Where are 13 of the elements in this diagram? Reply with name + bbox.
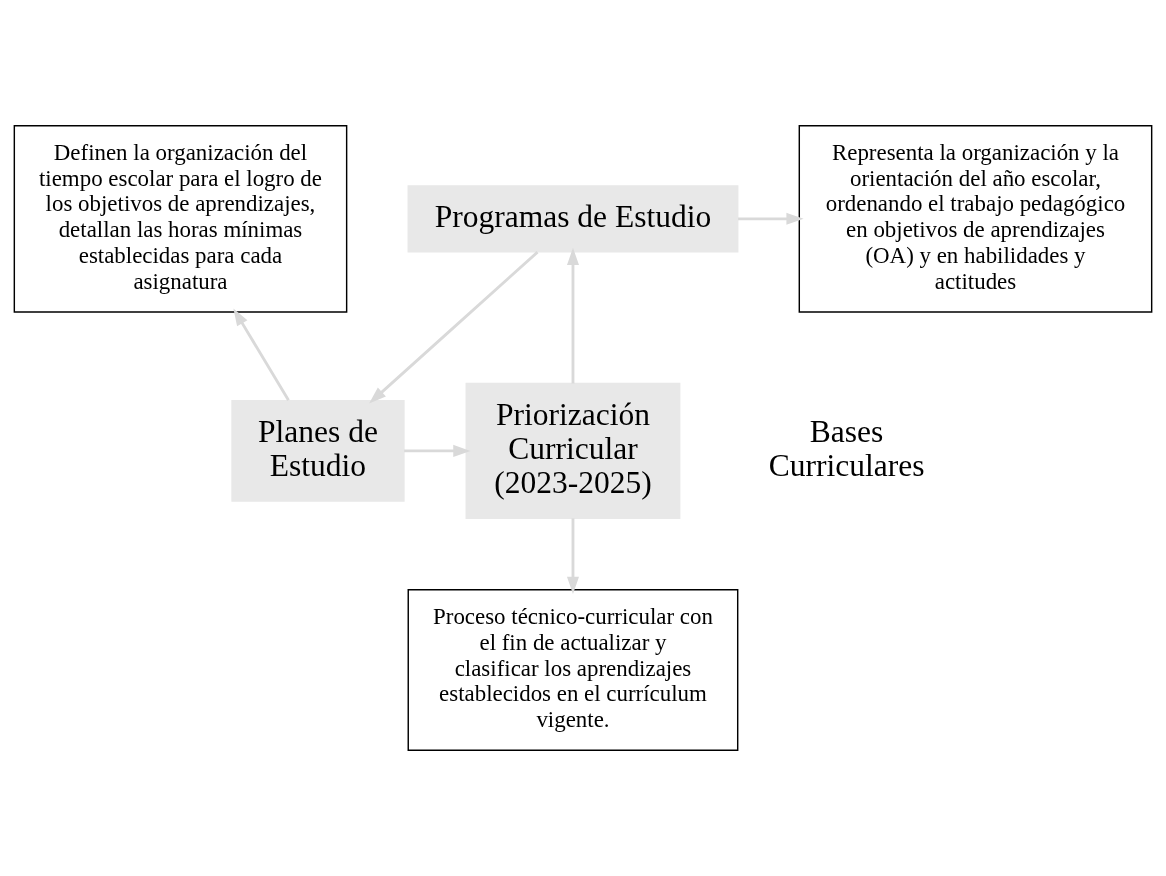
node-box: Planes de Estudio (231, 400, 405, 502)
node-box: Priorización Curricular (2023-2025) (465, 382, 681, 519)
arrow (404, 444, 471, 457)
node-box: Proceso técnico-curricular con el fin de actualizar y clasificar los aprendizajes establecidos en el currículum vigente. (407, 589, 739, 751)
arrow (369, 251, 539, 404)
node-box: Representa la organización y la orientación del año escolar, ordenando el trabajo pedagógico en objetivos de aprendizajes (OA) y en habilidades y actitudes (798, 125, 1153, 313)
node-box: Programas de Estudio (407, 185, 739, 253)
arrow (233, 308, 290, 402)
node-box: Definen la organización del tiempo escolar para el logro de los objetivos de aprendizajes, detallan las horas mínimas establecidas para cada asignatura (13, 125, 348, 313)
arrow (738, 212, 804, 225)
arrow (566, 247, 579, 384)
node-text: Bases Curriculares (768, 413, 925, 484)
arrow (566, 518, 579, 594)
